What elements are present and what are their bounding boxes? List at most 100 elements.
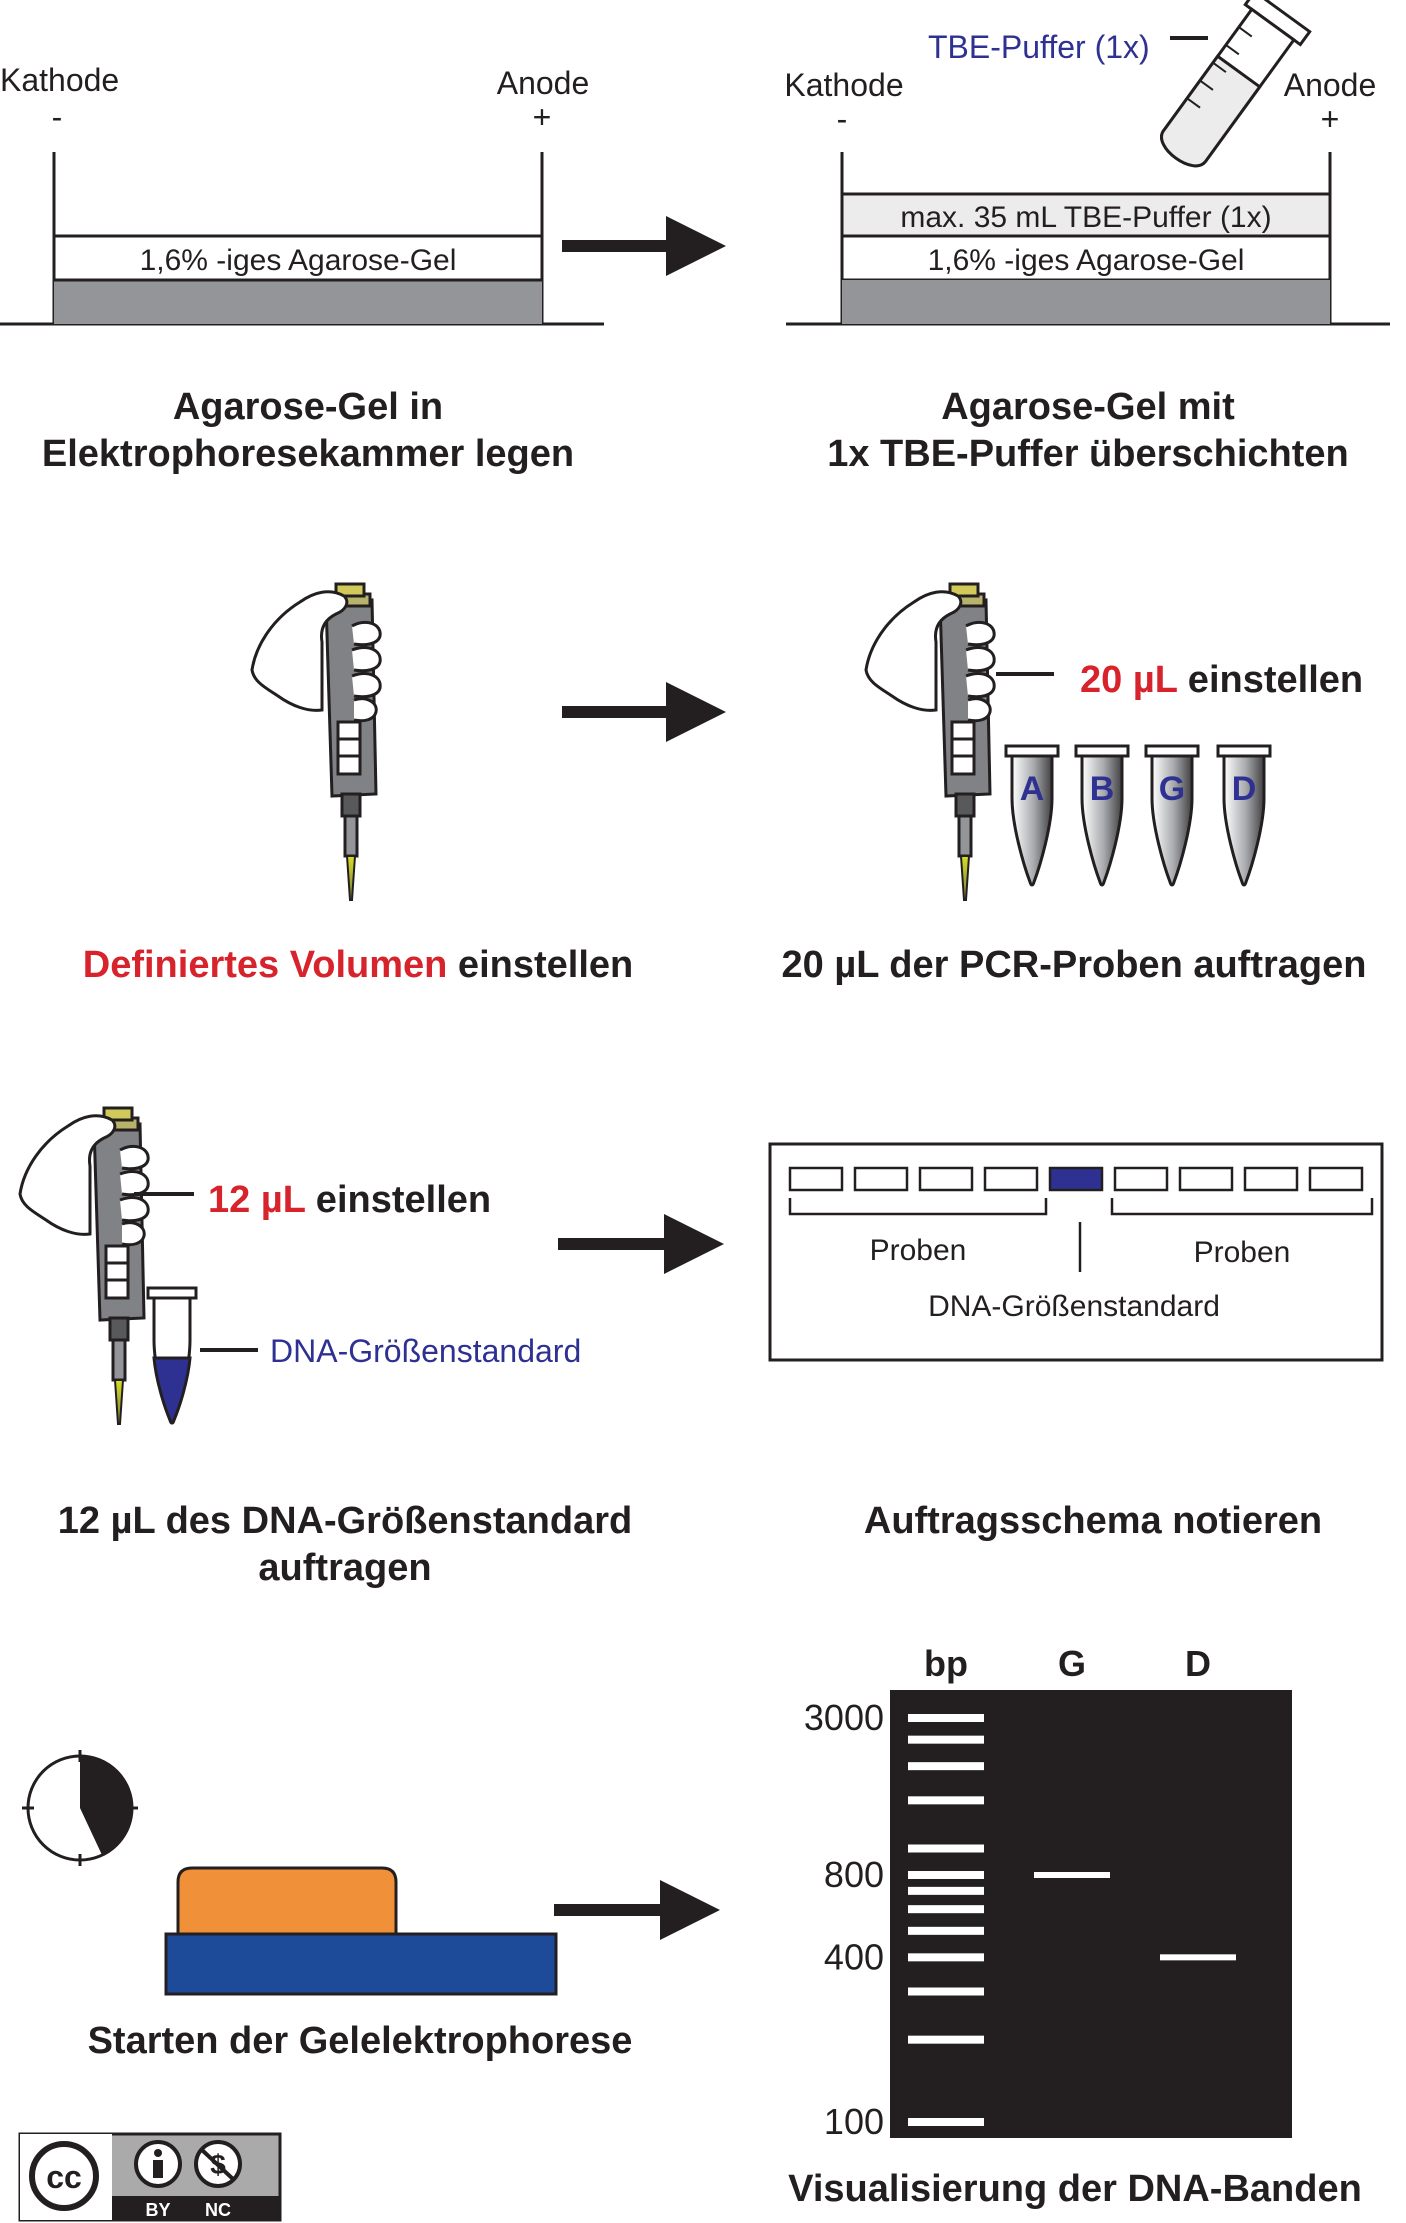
samples-left-label: Proben: [870, 1234, 967, 1267]
sample-tube-b-label: B: [1090, 770, 1115, 808]
step2-caption-line1: Agarose-Gel mit: [941, 386, 1235, 428]
step3-caption-rest: einstellen: [447, 944, 634, 986]
cc-text: cc: [46, 2159, 82, 2195]
well-sample: [1113, 1166, 1169, 1192]
sample-tube-a: A: [1004, 744, 1060, 887]
well-sample: [918, 1166, 974, 1192]
ladder-band: [908, 1796, 984, 1805]
gel-wells: [788, 1166, 1364, 1192]
arrow-step5-step6: [558, 1214, 724, 1274]
ladder-band: [908, 1714, 984, 1722]
well-sample: [853, 1166, 909, 1192]
sample-band-g: [1034, 1872, 1110, 1879]
step1-gel: [54, 280, 542, 324]
well-standard: [1048, 1166, 1104, 1192]
cc-icon: [29, 2141, 99, 2211]
sample-tube-g: G: [1144, 744, 1200, 887]
sample-tube-b: B: [1074, 744, 1130, 887]
step2-cathode-sign: -: [837, 101, 848, 137]
step3-caption-highlight: Definiertes Volumen: [82, 944, 448, 986]
step1-cathode-sign: -: [52, 99, 63, 135]
step5-volume-value: 12 µL: [208, 1179, 306, 1221]
nc-text: NC: [205, 2200, 231, 2220]
arrow-step7-step8: [554, 1880, 720, 1940]
step5-standard-label: DNA-Größenstandard: [270, 1333, 581, 1369]
step5-pipette-icon: [18, 1106, 150, 1426]
ladder-band: [908, 1844, 984, 1853]
lane-label-d: D: [1185, 1643, 1211, 1684]
sample-tube-g-label: G: [1159, 770, 1185, 808]
timer-icon: [22, 1750, 138, 1866]
step4-pipette-icon: [864, 582, 996, 902]
ladder-band: [908, 1987, 984, 1996]
ladder-band: [908, 1886, 984, 1895]
step3-pipette-icon: [250, 582, 382, 902]
ladder-band: [908, 1762, 984, 1771]
step8-caption-text: Visualisierung der DNA-Banden: [788, 2168, 1362, 2210]
step1-gel-label: 1,6% -iges Agarose-Gel: [140, 244, 457, 277]
ladder-band: [908, 2035, 984, 2044]
step3-caption: Definiertes Volumen einstellen: [0, 942, 716, 989]
step2-buffer-layer: [840, 192, 1332, 238]
sample-tube-d: D: [1216, 744, 1272, 887]
samples-right-label: Proben: [1194, 1236, 1291, 1269]
step6-caption-text: Auftragsschema notieren: [863, 1500, 1323, 1542]
step2-gel: [842, 280, 1330, 324]
standard-tube-icon: [146, 1286, 198, 1425]
ladder-bands: [908, 1714, 984, 2126]
electrophoresis-chamber-icon: [164, 1866, 558, 1996]
sample-tube-a-label: A: [1020, 770, 1045, 808]
step5-caption-line1: 12 µL des DNA-Größenstandard: [57, 1500, 633, 1542]
step8-caption: Visualisierung der DNA-Banden: [744, 2166, 1406, 2213]
step2-gel-label: 1,6% -iges Agarose-Gel: [928, 244, 1245, 277]
step2-buffer-label: max. 35 mL TBE-Puffer (1x): [900, 201, 1271, 234]
step1-gel-label-box: [52, 234, 544, 282]
step7-caption: Starten der Gelelektrophorese: [0, 2018, 720, 2065]
well-sample: [983, 1166, 1039, 1192]
ladder-band: [908, 1953, 984, 1962]
step5-volume-label: 12 µL einstellen: [208, 1179, 491, 1221]
lane-label-bp: bp: [924, 1643, 968, 1684]
step2-buffer-tube-label: TBE-Puffer (1x): [928, 29, 1150, 65]
step2-cathode-label: Kathode: [784, 67, 903, 103]
step1-cathode-label: Kathode: [0, 62, 119, 98]
sample-tube-d-label: D: [1232, 770, 1257, 808]
falcon-tube-icon: [1160, 0, 1312, 168]
lane-label-g: G: [1058, 1643, 1086, 1684]
step1-caption: Agarose-Gel in Elektrophoresekammer lege…: [0, 384, 616, 478]
step1-chamber: 1,6% -iges Agarose-Gel Kathode - Anode +: [0, 62, 604, 326]
step2-chamber: max. 35 mL TBE-Puffer (1x) 1,6% -iges Ag…: [784, 0, 1390, 326]
step5-caption-line2: auftragen: [258, 1547, 432, 1589]
ladder-band: [908, 1871, 984, 1880]
ladder-band: [908, 1926, 984, 1935]
gel-image: [890, 1690, 1292, 2138]
ladder-band: [908, 1735, 984, 1744]
ladder-band: [908, 2118, 984, 2126]
well-sample: [788, 1166, 844, 1192]
step1-anode-label: Anode: [497, 65, 590, 101]
arrow-step3-step4: [562, 682, 726, 742]
size-label-100: 100: [824, 2101, 884, 2142]
well-sample: [1178, 1166, 1234, 1192]
arrow-step1-step2: [562, 216, 726, 276]
step2-caption: Agarose-Gel mit 1x TBE-Puffer überschich…: [780, 384, 1396, 478]
sample-band-d: [1160, 1954, 1236, 1961]
step1-caption-line1: Agarose-Gel in: [172, 386, 444, 428]
well-sample: [1308, 1166, 1364, 1192]
step4-caption-text: 20 µL der PCR-Proben auftragen: [781, 944, 1367, 986]
well-sample: [1243, 1166, 1299, 1192]
scheme-standard-label: DNA-Größenstandard: [928, 1290, 1220, 1323]
size-label-800: 800: [824, 1854, 884, 1895]
size-label-400: 400: [824, 1936, 884, 1977]
ladder-band: [908, 1905, 984, 1914]
step7-caption-text: Starten der Gelelektrophorese: [87, 2020, 633, 2062]
step2-gel-label-box: [840, 234, 1332, 282]
cc-license-badge: cc $ BY NC: [18, 2132, 282, 2222]
step2-anode-sign: +: [1321, 101, 1340, 137]
step2-anode-label: Anode: [1284, 67, 1377, 103]
step5-volume-action: einstellen: [305, 1179, 491, 1221]
loading-scheme: Proben Proben DNA-Größenstandard: [768, 1142, 1384, 1362]
